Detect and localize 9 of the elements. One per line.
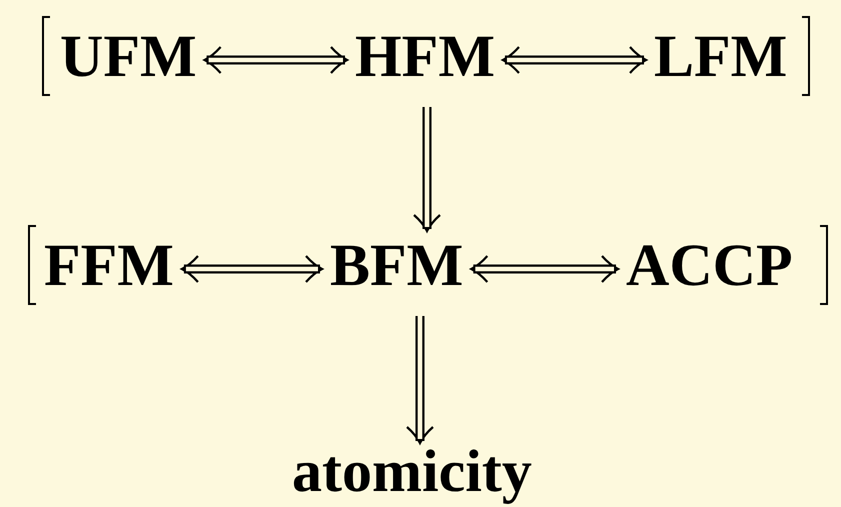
node-label: ACCP xyxy=(626,231,793,300)
node-label: UFM xyxy=(60,22,197,91)
bracket-group xyxy=(26,224,830,306)
bracket-group xyxy=(40,15,812,97)
node-label: HFM xyxy=(355,22,495,91)
node-label: LFM xyxy=(654,22,788,91)
node-label: BFM xyxy=(330,231,464,300)
node-label: atomicity xyxy=(292,437,532,506)
node-label: FFM xyxy=(44,231,174,300)
